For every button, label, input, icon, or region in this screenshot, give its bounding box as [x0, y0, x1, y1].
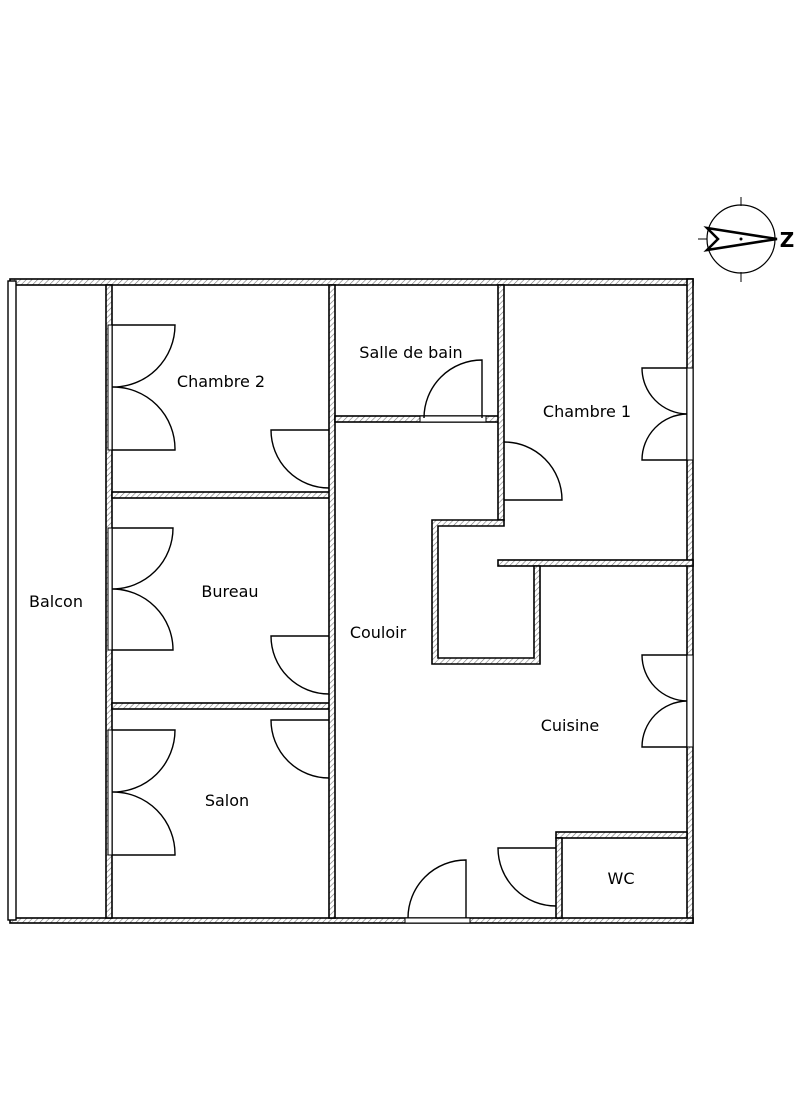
- compass-north-label: Z: [780, 228, 795, 252]
- room-label-wc: WC: [608, 869, 635, 888]
- room-label-bureau: Bureau: [201, 582, 258, 601]
- door-salon-double: [111, 729, 176, 856]
- room-label-balcon: Balcon: [29, 592, 83, 611]
- door-entrance: [407, 859, 467, 919]
- exterior-walls: [7, 278, 694, 924]
- room-label-chambre1: Chambre 1: [543, 402, 631, 421]
- door-bureau: [270, 635, 330, 695]
- door-wc-side: [497, 847, 557, 907]
- room-label-cuisine: Cuisine: [541, 716, 600, 735]
- room-label-couloir: Couloir: [350, 623, 407, 642]
- room-label-salon: Salon: [205, 791, 249, 810]
- door-salon: [270, 719, 330, 779]
- door-chambre2: [270, 429, 330, 489]
- door-chambre1-window: [641, 367, 688, 461]
- interior-walls: [105, 284, 694, 924]
- room-label-salle-de-bain: Salle de bain: [359, 343, 462, 362]
- door-cuisine-window: [641, 654, 688, 748]
- door-salle-de-bain: [423, 359, 483, 419]
- compass-rose-icon: Z: [698, 197, 794, 282]
- door-chambre2-double: [111, 324, 176, 451]
- room-label-chambre2: Chambre 2: [177, 372, 265, 391]
- doors: [111, 324, 688, 919]
- door-chambre1: [503, 441, 563, 501]
- door-bureau-double: [111, 527, 174, 651]
